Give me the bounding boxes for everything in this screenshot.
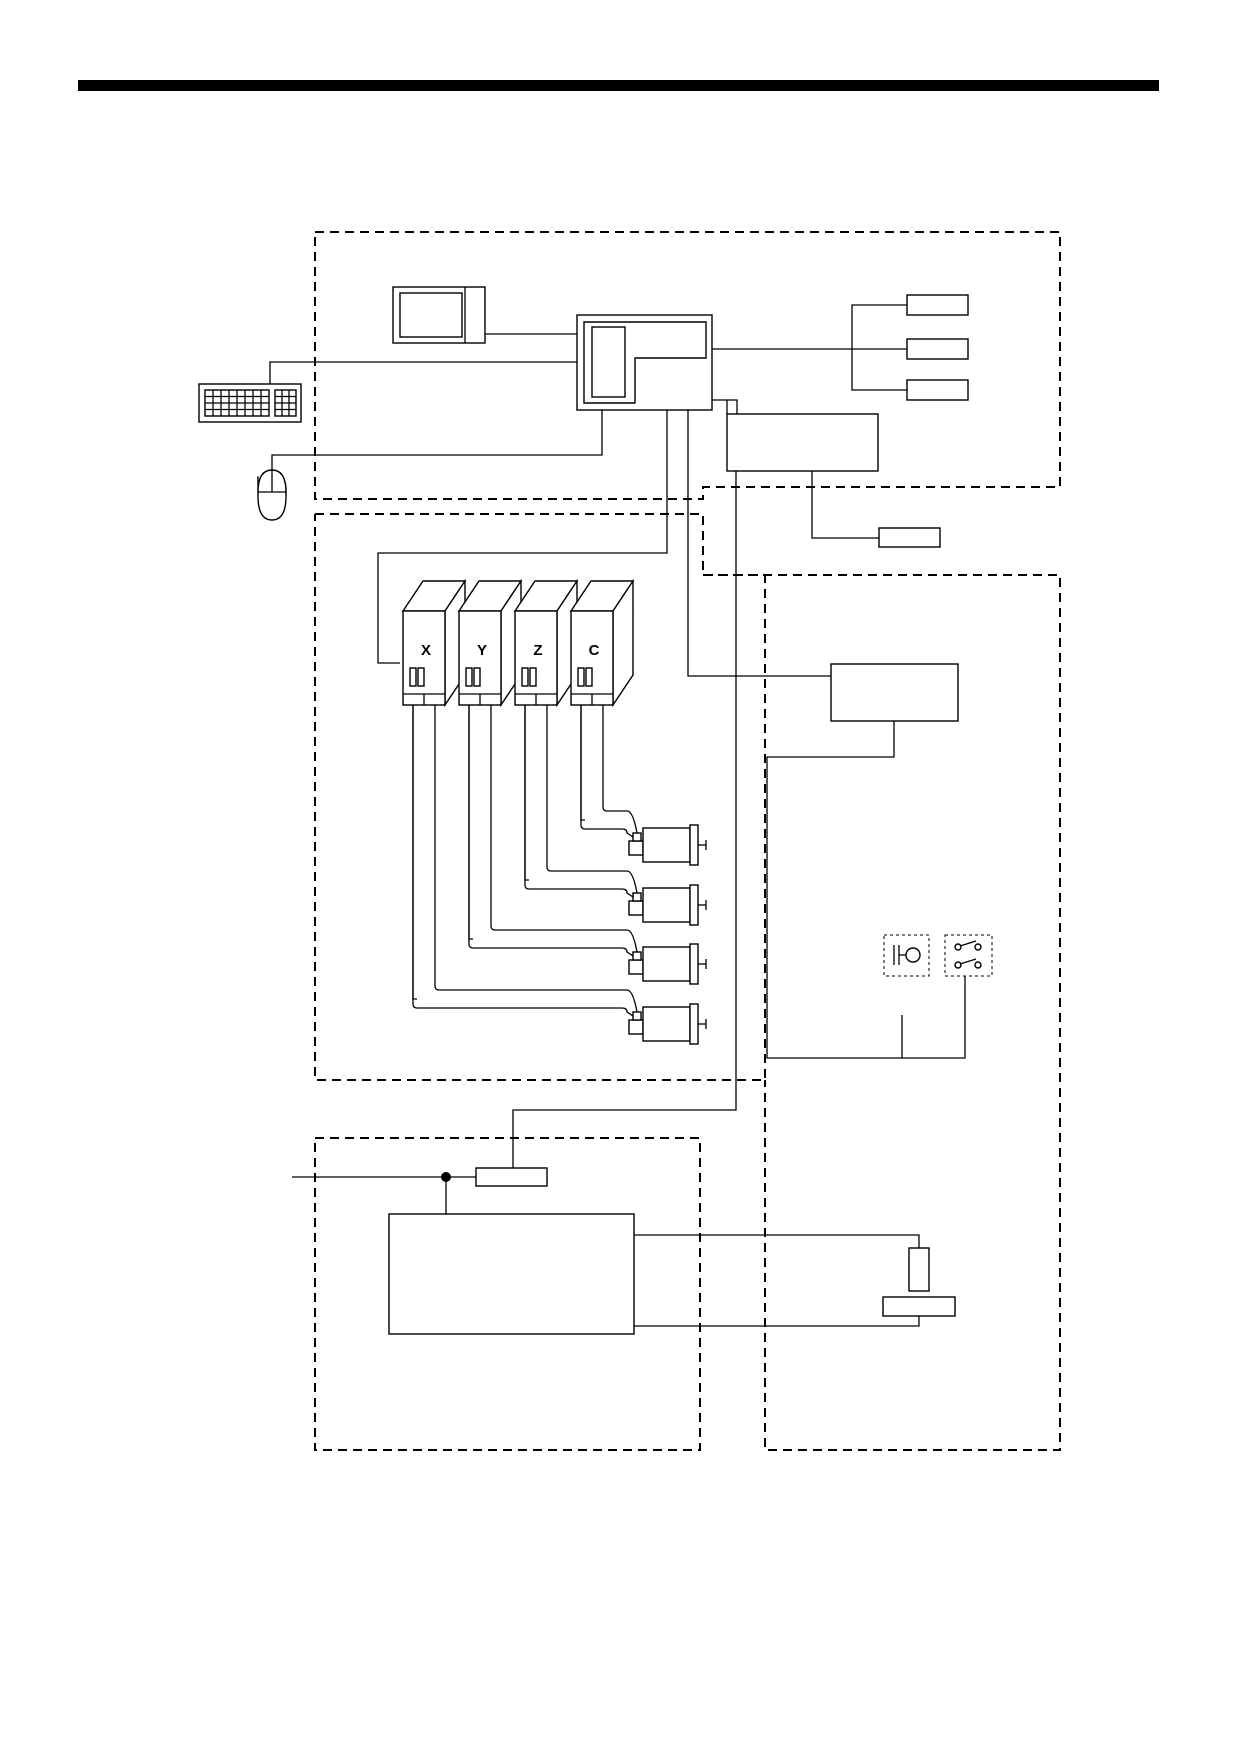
servo-motor-c	[628, 824, 707, 866]
motor-cable-y	[468, 705, 638, 957]
keyboard-icon	[198, 383, 302, 423]
axis-label-y: Y	[477, 642, 487, 659]
peripheral-box-2	[906, 338, 969, 360]
push-button-switch-icon	[883, 934, 930, 977]
power-unit	[388, 1213, 635, 1335]
load-component-lower	[882, 1296, 956, 1317]
io-region	[703, 574, 1061, 1451]
external-box	[878, 527, 941, 548]
axis-label-x: X	[421, 642, 431, 659]
servo-drive-c: C	[569, 578, 635, 708]
servo-drive-x: X	[401, 578, 467, 708]
servo-motor-x	[628, 1003, 707, 1045]
servo-motor-y	[628, 943, 707, 985]
servo-drive-z: Z	[513, 578, 579, 708]
servo-drive-y: Y	[457, 578, 523, 708]
servo-motor-z	[628, 884, 707, 926]
cnc-controller	[576, 314, 713, 411]
controller-side-unit	[726, 413, 879, 472]
motor-cable-c	[580, 705, 638, 838]
load-component-upper	[908, 1247, 930, 1292]
motor-cable-z	[524, 705, 638, 898]
monitor-icon	[392, 286, 486, 344]
axis-label-c: C	[589, 642, 600, 659]
peripheral-box-3	[906, 379, 969, 401]
io-unit	[830, 663, 959, 722]
control-unit-region	[314, 231, 1061, 500]
power-region	[314, 1137, 701, 1451]
axis-label-z: Z	[533, 642, 542, 659]
power-input-block	[475, 1167, 548, 1187]
peripheral-box-1	[906, 294, 969, 316]
motor-cable-x	[412, 705, 638, 1017]
selector-switch-icon	[944, 934, 993, 977]
wiring	[269, 304, 966, 1327]
mouse-icon	[257, 469, 287, 521]
header-rule	[78, 80, 1159, 91]
